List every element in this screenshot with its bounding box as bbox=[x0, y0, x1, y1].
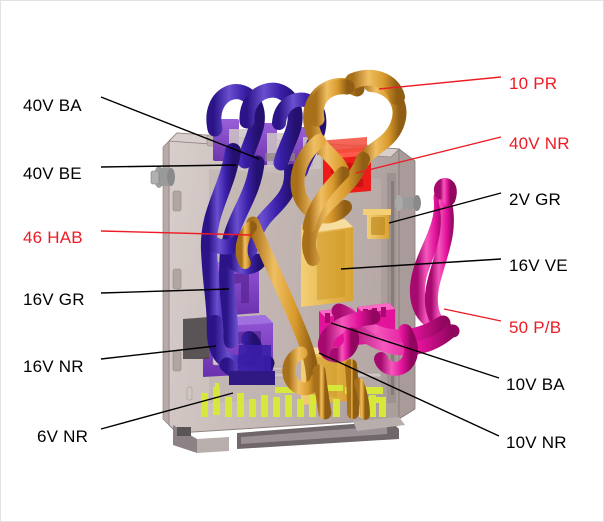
callout-label-40v-be: 40V BE bbox=[23, 164, 82, 183]
leader-10v-ba bbox=[330, 322, 500, 379]
callout-label-16v-ve: 16V VE bbox=[509, 256, 568, 275]
leader-16v-nr bbox=[100, 345, 217, 360]
leader-2v-gr bbox=[388, 192, 502, 224]
callout-label-16v-gr: 16V GR bbox=[23, 290, 85, 309]
callout-label-16v-nr: 16V NR bbox=[23, 357, 84, 376]
leader-16v-ve bbox=[340, 258, 502, 270]
leader-46-hab bbox=[100, 230, 252, 236]
leader-40v-be bbox=[100, 164, 237, 168]
housing-side-clips bbox=[172, 190, 182, 372]
callout-label-10v-nr: 10V NR bbox=[506, 433, 567, 452]
callout-label-40v-ba: 40V BA bbox=[23, 96, 82, 115]
cable-harness-gold bbox=[235, 69, 407, 420]
cable-harness-magenta bbox=[317, 178, 460, 376]
leader-lines bbox=[100, 76, 502, 437]
connector-gold-small bbox=[363, 209, 391, 239]
callout-label-10v-ba: 10V BA bbox=[506, 375, 565, 394]
leader-16v-gr bbox=[100, 288, 230, 294]
callout-label-6v-nr: 6V NR bbox=[37, 427, 89, 446]
mounting-stud-left bbox=[150, 166, 175, 188]
leader-10v-nr bbox=[318, 352, 500, 437]
leader-40v-nr bbox=[355, 136, 502, 174]
callout-label-50-pb: 50 P/B bbox=[509, 318, 562, 337]
callout-label-46-hab: 46 HAB bbox=[23, 228, 83, 247]
callout-label-10-pr: 10 PR bbox=[509, 74, 558, 93]
mounting-stud-right bbox=[395, 195, 421, 211]
callout-label-40v-nr: 40V NR bbox=[509, 134, 570, 153]
leader-40v-ba bbox=[100, 96, 260, 160]
mounting-feet bbox=[173, 417, 405, 453]
module-dark bbox=[183, 317, 209, 359]
cable-harness-blue bbox=[200, 82, 327, 385]
leader-10-pr bbox=[378, 76, 502, 90]
leader-50-pb bbox=[443, 308, 502, 322]
leader-6v-nr bbox=[100, 392, 234, 430]
callout-label-2v-gr: 2V GR bbox=[509, 190, 562, 209]
